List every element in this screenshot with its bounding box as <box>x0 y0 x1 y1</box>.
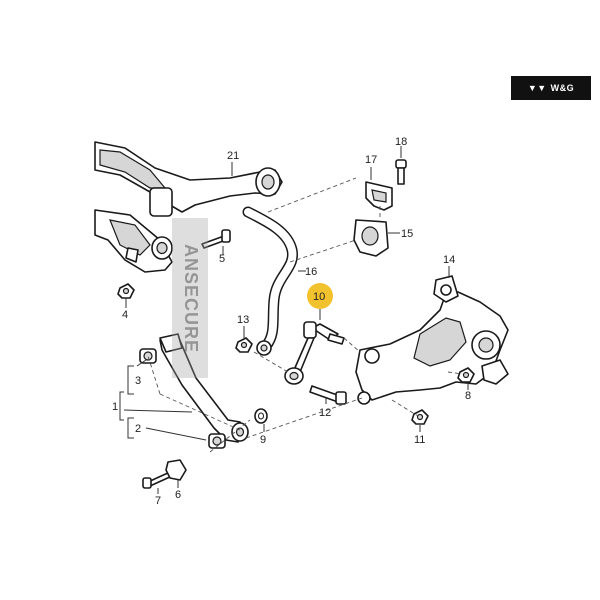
washer-9 <box>254 408 268 424</box>
label-12: 12 <box>319 407 331 419</box>
watermark: ANSECURE <box>172 218 208 378</box>
label-13: 13 <box>237 314 249 326</box>
nut-11 <box>411 409 429 425</box>
label-10: 10 <box>313 291 325 303</box>
assembly-guide-lines <box>147 177 463 453</box>
label-17: 17 <box>365 154 377 166</box>
wg-logo-icon: ▼▼ <box>527 83 547 93</box>
lower-control-arm <box>159 333 249 443</box>
part-labels: 21 5 4 13 10 16 15 17 18 14 12 8 11 9 6 … <box>112 136 471 507</box>
label-18: 18 <box>395 136 407 148</box>
nut-4 <box>117 283 135 299</box>
label-9: 9 <box>260 434 266 446</box>
label-6: 6 <box>175 489 181 501</box>
label-21: 21 <box>227 150 239 162</box>
label-1: 1 <box>112 401 118 413</box>
nut-8 <box>457 367 475 383</box>
coupling-rod-10 <box>284 321 345 385</box>
label-14: 14 <box>443 254 455 266</box>
label-2: 2 <box>135 423 141 435</box>
highlight-marker <box>307 283 333 309</box>
watermark-text: ANSECURE <box>180 243 201 353</box>
wheel-bearing-housing-14 <box>355 275 509 405</box>
bushing-2 <box>208 433 226 449</box>
bracket-6 <box>165 459 187 481</box>
label-3: 3 <box>135 375 141 387</box>
label-8: 8 <box>465 390 471 402</box>
label-5: 5 <box>219 253 225 265</box>
bolt-18 <box>395 159 407 185</box>
brand-badge: ▼▼ W&G <box>511 76 591 100</box>
leader-lines <box>119 146 469 494</box>
rear-subframe <box>94 141 283 273</box>
label-7: 7 <box>155 495 161 507</box>
clamp-17 <box>365 181 393 211</box>
stabilizer-bar-16 <box>242 206 298 356</box>
bushing-3 <box>139 348 157 364</box>
label-11: 11 <box>414 434 425 446</box>
label-16: 16 <box>305 266 317 278</box>
nut-13 <box>235 337 253 353</box>
label-15: 15 <box>401 228 413 240</box>
bushing-15 <box>353 219 389 257</box>
bolt-5 <box>201 229 231 249</box>
brand-text: W&G <box>550 83 575 93</box>
bolt-12 <box>309 385 347 405</box>
label-4: 4 <box>122 309 128 321</box>
